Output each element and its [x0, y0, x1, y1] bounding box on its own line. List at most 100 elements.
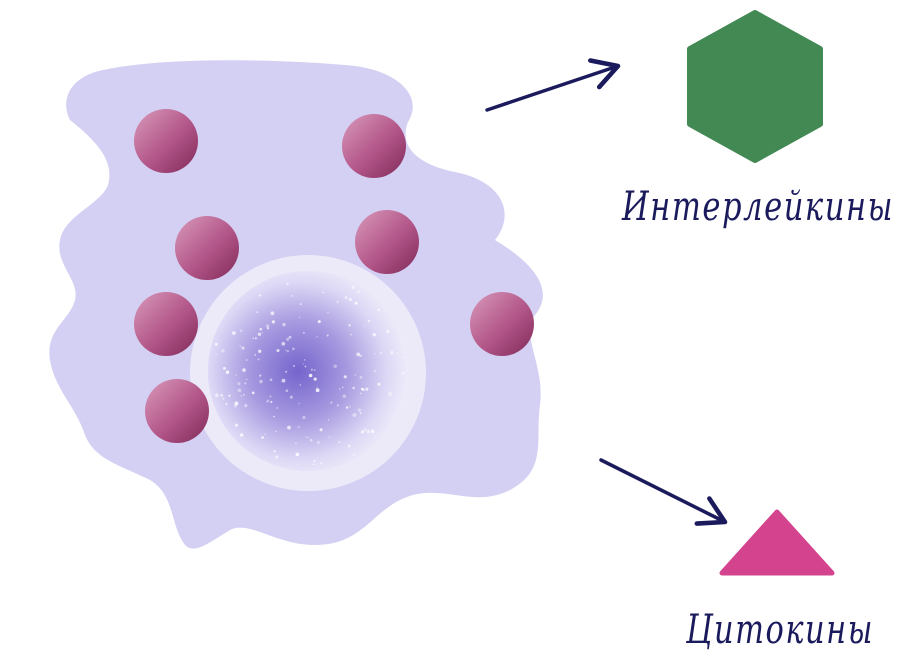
nucleus-speckle [357, 408, 362, 412]
nucleus-speckle [319, 428, 323, 432]
nucleus-speckle [315, 388, 320, 393]
granule [134, 292, 198, 356]
nucleus-speckle [350, 333, 352, 336]
nucleus-speckle [261, 436, 264, 439]
nucleus-speckle [281, 341, 286, 346]
nucleus-speckle [254, 354, 257, 356]
nucleus-speckle [322, 291, 324, 294]
nucleus-speckle [314, 369, 316, 371]
nucleus-speckle [276, 407, 279, 409]
nucleus-speckle [304, 365, 307, 368]
nucleus-speckle [395, 352, 398, 354]
nucleus-speckle [357, 290, 360, 294]
nucleus-speckle [401, 356, 404, 359]
nucleus-speckle [297, 426, 300, 429]
nucleus-speckle [222, 366, 226, 370]
nucleus-speckle [266, 399, 270, 403]
granule [355, 210, 419, 274]
nucleus-speckle [257, 358, 260, 361]
nucleus-speckle [291, 294, 294, 297]
nucleus-speckle [292, 347, 295, 351]
nucleus-speckle [225, 370, 230, 374]
nucleus-speckle [338, 441, 341, 444]
nucleus-speckle [345, 406, 349, 409]
nucleus-speckle [239, 329, 243, 332]
nucleus-speckle [256, 311, 259, 313]
nucleus-speckle [359, 412, 363, 415]
nucleus-speckle [241, 346, 245, 350]
nucleus-speckle [336, 404, 340, 407]
nucleus-speckle [352, 386, 355, 390]
nucleus-speckle [286, 337, 290, 341]
nucleus-speckle [338, 388, 341, 390]
nucleus-speckle [237, 388, 242, 393]
nucleus-speckle [237, 382, 241, 386]
granules [134, 109, 534, 443]
nucleus-speckle [299, 303, 302, 306]
nucleus-speckle [292, 364, 296, 368]
nucleus-speckle [328, 436, 331, 439]
nucleus-speckle [244, 404, 248, 408]
nucleus-speckle [386, 412, 389, 414]
nucleus-speckle [254, 337, 257, 340]
nucleus-speckle [333, 364, 337, 368]
nucleus-speckle [221, 397, 225, 400]
nucleus-speckle [303, 359, 306, 361]
nucleus-speckle [336, 300, 340, 304]
nucleus-speckle [373, 369, 377, 373]
nucleus-speckle [257, 295, 260, 297]
nucleus-speckle [286, 350, 290, 353]
nucleus-speckle [270, 400, 273, 404]
nucleus-speckle [309, 438, 313, 442]
nucleus-speckle [359, 354, 362, 358]
nucleus-speckle [367, 320, 370, 323]
nucleus-speckle [401, 371, 405, 375]
nucleus-speckle [269, 395, 272, 398]
nucleus-speckle [365, 387, 369, 391]
nucleus-speckle [221, 349, 225, 353]
nucleus-speckle [239, 345, 241, 347]
nucleus-speckle [243, 394, 245, 396]
nucleus-speckle [220, 393, 224, 397]
cytokine-triangle-icon [719, 509, 835, 576]
nucleus-speckle [352, 413, 357, 417]
nucleus-speckle [276, 348, 280, 353]
nucleus-speckle [348, 324, 351, 327]
nucleus-speckle [271, 320, 276, 324]
nucleus-speckle [352, 453, 355, 456]
granule [175, 216, 239, 280]
nucleus-speckle [366, 429, 371, 434]
nucleus-speckle [251, 391, 255, 395]
granule [470, 292, 534, 356]
nucleus [208, 271, 408, 471]
nucleus-speckle [264, 433, 266, 435]
interleukins-label: Интерлейкины [621, 184, 894, 230]
nucleus-speckle [372, 332, 377, 337]
nucleus-speckle [244, 382, 247, 385]
nucleus-speckle [282, 322, 286, 327]
nucleus-speckle [267, 327, 270, 330]
nucleus-speckle [289, 395, 293, 399]
nucleus-speckle [298, 316, 301, 319]
nucleus-speckle [351, 285, 355, 289]
nucleus-speckle [359, 392, 362, 395]
nucleus-speckle [235, 374, 237, 377]
nucleus-speckle [377, 382, 381, 386]
nucleus-speckle [356, 352, 361, 357]
nucleus-speckle [270, 311, 275, 316]
nucleus-speckle [308, 437, 310, 439]
granule [145, 379, 209, 443]
nucleus-speckle [360, 430, 364, 434]
nucleus-speckle [379, 352, 382, 355]
nucleus-speckle [312, 463, 315, 466]
nucleus-speckle [295, 452, 300, 457]
nucleus-speckles [214, 282, 405, 466]
nucleus-speckle [273, 415, 275, 418]
nucleus-speckle [316, 386, 318, 388]
nucleus-speckle [261, 332, 263, 334]
nucleus-speckle [269, 378, 273, 382]
nucleus-speckle [245, 359, 248, 361]
nucleus-speckle [259, 379, 263, 384]
nucleus-speckle [240, 395, 242, 397]
nucleus-speckle [349, 406, 351, 408]
